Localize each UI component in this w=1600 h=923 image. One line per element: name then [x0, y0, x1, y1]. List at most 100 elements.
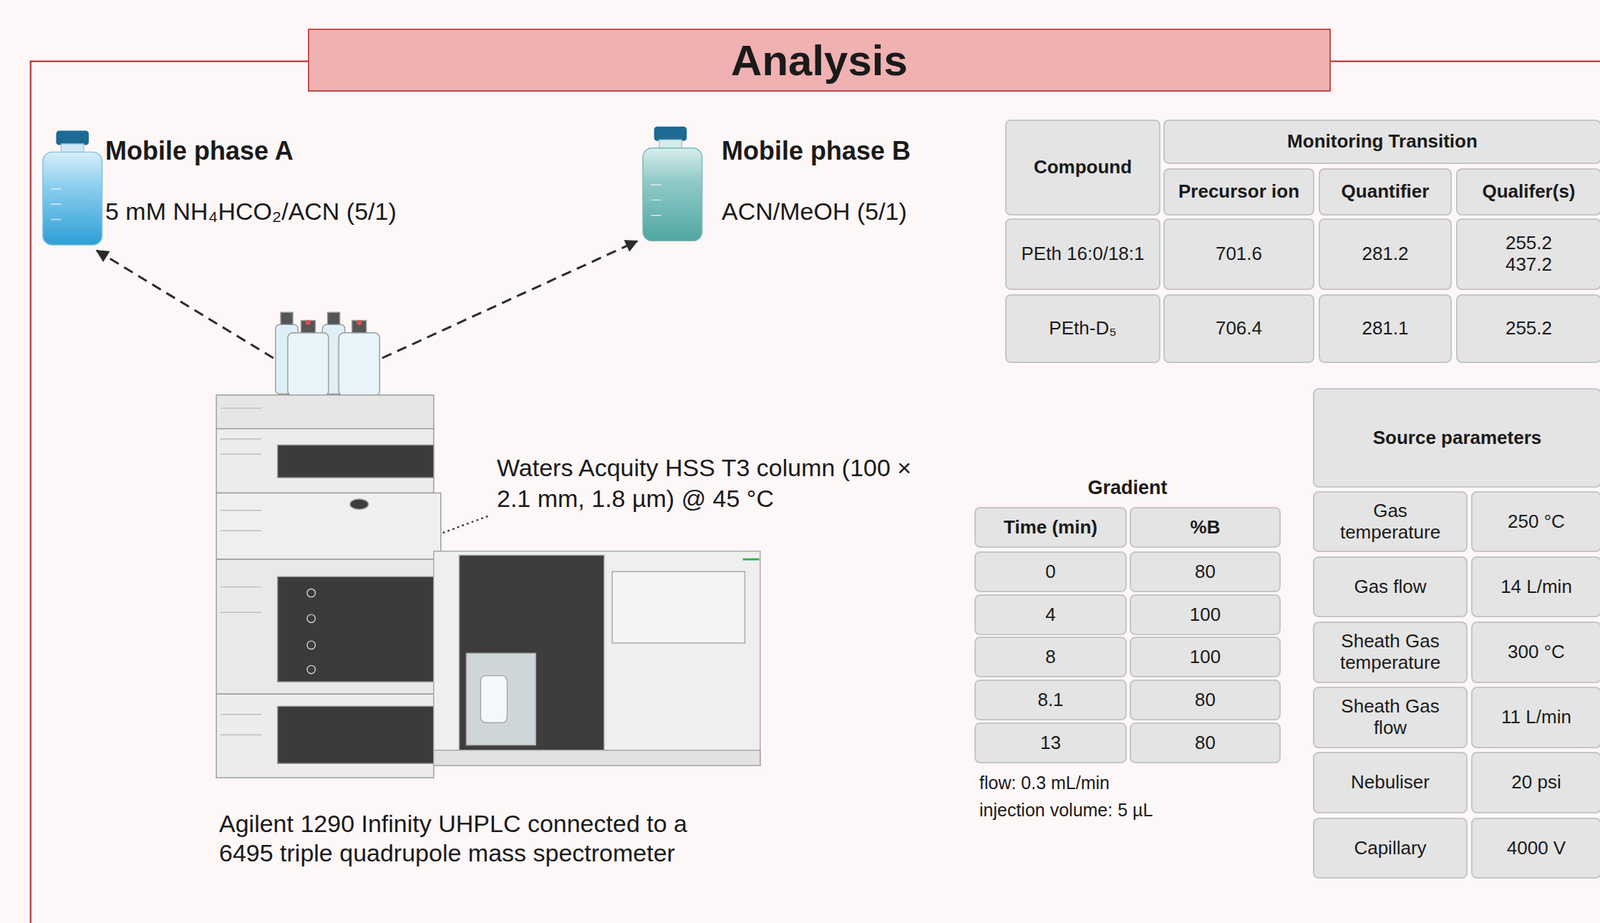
description: 5 mM NH₄HCO₂/ACN (5/1) — [105, 197, 397, 226]
table-cell: 255.2 — [1456, 294, 1600, 363]
table-cell: Quantifier — [1318, 168, 1452, 216]
label-text: Sheath Gas temperature — [1324, 630, 1457, 674]
dashed-arrow — [382, 241, 638, 358]
table-cell: PEth-D₅ — [1005, 294, 1161, 363]
label-text: 281.2 — [1361, 243, 1409, 265]
label-text: Capillary — [1353, 837, 1427, 860]
table-cell: 8.1 — [974, 679, 1127, 721]
table-cell: 100 — [1129, 636, 1281, 678]
label-text: Qualifer(s) — [1481, 181, 1575, 203]
label-text: 4 — [1045, 604, 1056, 626]
label-text: Time (min) — [1003, 516, 1098, 539]
label-text: injection volume: 5 µL — [979, 799, 1153, 820]
table-title: Gradient — [974, 472, 1281, 503]
bottle-a — [42, 130, 103, 245]
label-text: 100 — [1189, 646, 1221, 668]
label-text: 80 — [1194, 732, 1216, 754]
leader-line — [443, 515, 491, 533]
note: flow: 0.3 mL/min — [979, 771, 1280, 797]
table-cell: 11 L/min — [1471, 686, 1600, 749]
title: Analysis — [730, 35, 908, 86]
label-text: 701.6 — [1215, 243, 1263, 265]
label-text: 255.2 437.2 — [1500, 232, 1558, 276]
label-text: %B — [1190, 516, 1221, 539]
table-cell: Sheath Gas flow — [1312, 686, 1468, 749]
note: injection volume: 5 µL — [979, 798, 1280, 824]
label-text: Source parameters — [1373, 427, 1543, 449]
bottle-b — [642, 126, 703, 242]
heading: Mobile phase B — [721, 136, 911, 167]
mobile-phase: Mobile phase A 5 mM NH₄HCO₂/ACN (5/1) — [39, 128, 459, 251]
lc-stack — [216, 312, 441, 778]
table-cell: 80 — [1129, 551, 1281, 593]
table-cell: 255.2 437.2 — [1456, 218, 1600, 290]
table-cell: PEth 16:0/18:1 — [1005, 218, 1161, 290]
label-text: 8 — [1045, 646, 1056, 668]
table-cell: 14 L/min — [1471, 556, 1600, 618]
label-text: 281.1 — [1361, 317, 1409, 340]
label-text: PEth 16:0/18:1 — [1020, 243, 1144, 265]
table-cell: 4 — [974, 594, 1127, 635]
table-cell: Source parameters — [1312, 388, 1600, 488]
label-text: 255.2 — [1505, 317, 1553, 340]
mass-spectrometer — [433, 551, 761, 766]
label-text: 100 — [1189, 604, 1221, 626]
label-text: Gas temperature — [1324, 500, 1457, 544]
table-cell: 8 — [974, 636, 1127, 678]
table-cell: Monitoring Transition — [1163, 119, 1600, 164]
label-text: PEth-D₅ — [1048, 317, 1117, 340]
table-cell: 13 — [974, 722, 1127, 764]
table-cell: 281.1 — [1318, 294, 1452, 363]
mobile-phase: Mobile phase B ACN/MeOH (5/1) — [637, 128, 960, 247]
table-cell: 250 °C — [1471, 491, 1600, 552]
label-text: flow: 0.3 mL/min — [979, 772, 1110, 793]
table-cell: Time (min) — [974, 506, 1127, 548]
label-text: 706.4 — [1215, 317, 1263, 340]
label-text: 80 — [1194, 689, 1216, 711]
label-text: 250 °C — [1507, 511, 1565, 533]
description: Agilent 1290 Infinity UHPLC connected to… — [219, 808, 735, 868]
table-cell: 80 — [1129, 722, 1281, 764]
table-cell: 300 °C — [1471, 621, 1600, 683]
label-text: 20 psi — [1511, 771, 1561, 794]
label-text: Nebuliser — [1350, 771, 1430, 794]
table-cell: Qualifer(s) — [1456, 168, 1600, 216]
table-cell: 706.4 — [1163, 294, 1315, 363]
table-cell: 100 — [1129, 594, 1281, 635]
table-cell: Precursor ion — [1163, 168, 1315, 216]
table-cell: %B — [1129, 506, 1281, 548]
label-text: 13 — [1040, 732, 1061, 754]
table-cell: 281.2 — [1318, 218, 1452, 290]
label-text: 8.1 — [1037, 689, 1064, 711]
table-cell: 4000 V — [1471, 817, 1600, 879]
label-text: Gradient — [1087, 476, 1167, 499]
column-label: Waters Acquity HSS T3 column (100 × 2.1 … — [496, 452, 913, 519]
table-cell: Capillary — [1312, 817, 1468, 879]
label-text: Monitoring Transition — [1287, 131, 1478, 153]
dashed-arrow — [96, 250, 274, 358]
label-text: Compound — [1033, 156, 1132, 179]
table-cell: Nebuliser — [1312, 751, 1468, 814]
table-cell: 701.6 — [1163, 218, 1315, 290]
label-text: Gas flow — [1353, 576, 1427, 598]
label-text: 11 L/min — [1501, 706, 1572, 729]
table-cell: 80 — [1129, 679, 1281, 721]
label-text: Precursor ion — [1178, 181, 1300, 203]
table-cell: 20 psi — [1471, 751, 1600, 814]
label-text: 4000 V — [1506, 837, 1566, 860]
table-cell: Gas flow — [1312, 556, 1468, 618]
frame — [30, 61, 1600, 923]
table-cell: Gas temperature — [1312, 491, 1468, 552]
table-cell: Sheath Gas temperature — [1312, 621, 1468, 683]
label-text: 80 — [1194, 561, 1216, 583]
label-text: Waters Acquity HSS T3 column (100 × 2.1 … — [496, 453, 912, 512]
title-band: Analysis — [307, 28, 1331, 92]
label-text: 14 L/min — [1500, 576, 1573, 598]
label-text: 0 — [1045, 561, 1056, 583]
label-text: Sheath Gas flow — [1324, 695, 1457, 739]
label-text: 300 °C — [1507, 641, 1565, 663]
description: ACN/MeOH (5/1) — [721, 197, 908, 226]
label-text: Quantifier — [1341, 181, 1430, 203]
heading: Mobile phase A — [105, 136, 294, 167]
table-cell: Compound — [1005, 119, 1161, 216]
